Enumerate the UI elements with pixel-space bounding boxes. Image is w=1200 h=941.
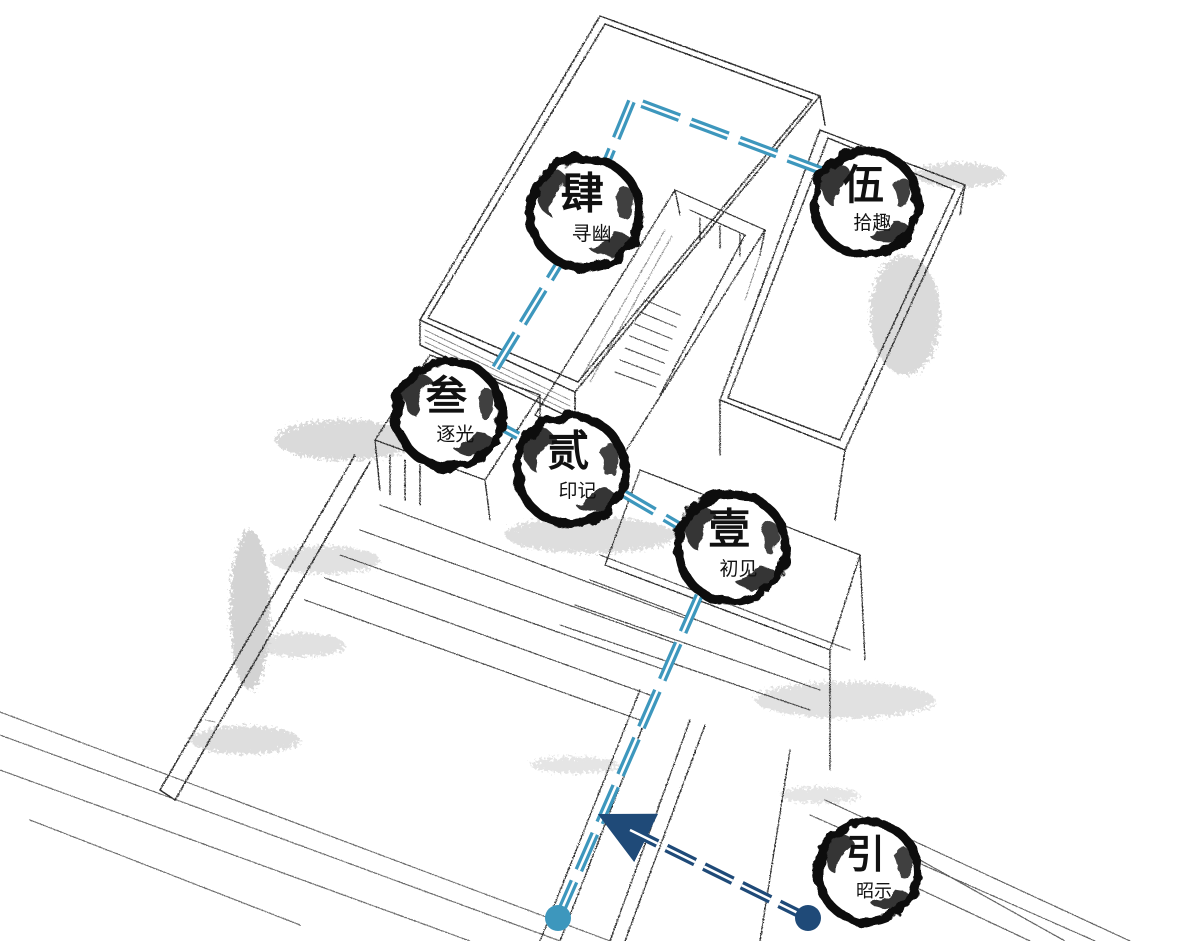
node-main-label: 引 xyxy=(846,832,885,878)
shrub xyxy=(275,420,415,460)
entry-route-line-inner xyxy=(629,828,809,920)
node-main-label: 伍 xyxy=(843,161,884,209)
node-sub-label: 拾趣 xyxy=(853,212,891,234)
left-wall xyxy=(159,454,371,801)
entry-path-walls xyxy=(539,689,791,941)
shrub xyxy=(870,255,940,375)
shrub xyxy=(230,530,270,690)
street-lines xyxy=(0,711,611,941)
ink-circle-icon xyxy=(391,356,507,472)
shrub xyxy=(780,787,860,803)
node-sub-label: 寻幽 xyxy=(572,222,612,246)
node-sub-label: 初见 xyxy=(719,558,757,580)
stairs xyxy=(614,299,681,388)
node-sub-label: 印记 xyxy=(558,480,596,502)
entry-route-start-dot xyxy=(795,905,821,931)
shrub xyxy=(505,517,675,553)
shrub xyxy=(255,633,345,657)
shrub xyxy=(755,682,935,718)
entry-block xyxy=(604,469,866,771)
shrub xyxy=(270,546,380,574)
ink-circle-icon xyxy=(809,146,923,260)
route-node-3: 贰印记 xyxy=(512,411,630,529)
main-route-start-dot xyxy=(545,905,571,931)
ink-circle-icon xyxy=(813,817,923,927)
route-node-5: 肆寻幽 xyxy=(525,153,645,273)
ink-circle-icon xyxy=(673,489,791,607)
node-sub-label: 昭示 xyxy=(856,881,892,902)
ink-circle-icon xyxy=(525,153,645,273)
terrace-steps xyxy=(304,504,851,721)
shrub xyxy=(530,757,620,773)
route-node-4: 叁逐光 xyxy=(391,356,507,472)
route-node-1: 引昭示 xyxy=(813,817,923,927)
node-sub-label: 逐光 xyxy=(436,424,474,446)
building-sketch xyxy=(0,15,1131,941)
node-main-label: 壹 xyxy=(708,505,750,554)
route-node-2: 壹初见 xyxy=(673,489,791,607)
wall-hatching xyxy=(204,229,761,723)
foliage-layer xyxy=(190,163,1005,803)
node-main-label: 肆 xyxy=(561,170,604,220)
shrub xyxy=(190,726,300,754)
shrub xyxy=(915,163,1005,187)
route-node-6: 伍拾趣 xyxy=(809,146,923,260)
node-main-label: 贰 xyxy=(547,427,589,476)
node-main-label: 叁 xyxy=(426,372,468,420)
ink-circle-icon xyxy=(512,411,630,529)
